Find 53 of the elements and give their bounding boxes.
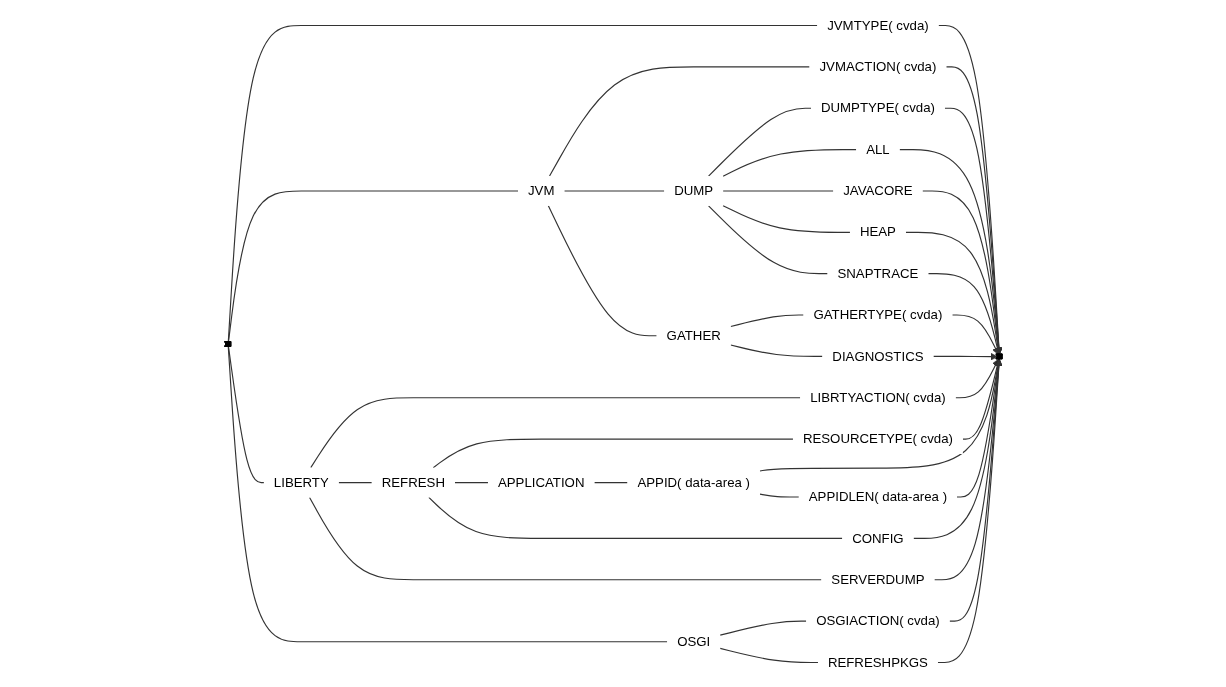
node-text: JAVACORE <box>842 183 913 198</box>
arrow <box>898 148 1002 355</box>
arrow <box>951 313 999 355</box>
arrow <box>927 272 1001 355</box>
node-text: JVMACTION( cvda) <box>819 58 936 73</box>
arrow <box>943 107 1002 355</box>
arrow <box>936 358 1003 663</box>
node-text: REFRESHPKGS <box>827 654 928 669</box>
arrow <box>921 189 1002 355</box>
node-text: LIBERTY <box>273 474 329 489</box>
connector <box>729 343 823 357</box>
connector <box>547 204 657 336</box>
node-text: ALL <box>865 141 890 156</box>
connector <box>719 647 819 663</box>
node-text: APPLICATION <box>497 474 585 489</box>
node-text: JVMTYPE( cvda) <box>826 17 929 32</box>
node-text: DIAGNOSTICS <box>831 348 924 363</box>
connector <box>729 313 804 327</box>
connector <box>593 481 628 483</box>
connector <box>227 189 519 342</box>
node-text: APPID( data-area ) <box>637 474 750 489</box>
arrow <box>904 231 1002 355</box>
node-text: OSGIACTION( cvda) <box>815 613 940 628</box>
node-text: GATHER <box>666 327 721 342</box>
connector <box>427 496 843 539</box>
node-text: SERVERDUMP <box>830 571 925 586</box>
connector <box>453 481 489 483</box>
connector <box>722 148 857 177</box>
node-text: APPIDLEN( data-area ) <box>808 489 947 504</box>
node-text: DUMPTYPE( cvda) <box>820 100 935 115</box>
node-text: HEAP <box>859 224 896 239</box>
node-text: OSGI <box>676 633 710 648</box>
connector <box>719 620 807 636</box>
connector <box>337 481 372 483</box>
node-text: SNAPTRACE <box>837 265 918 280</box>
node-text: GATHERTYPE( cvda) <box>813 307 943 322</box>
connector <box>308 496 822 580</box>
node-text: LIBRTYACTION( cvda) <box>809 389 946 404</box>
node-text: JVM <box>527 183 555 198</box>
connector <box>707 107 812 177</box>
connector <box>758 493 800 498</box>
connector <box>227 345 668 642</box>
node-text: REFRESH <box>381 474 445 489</box>
node-text: RESOURCETYPE( cvda) <box>802 431 953 446</box>
connector <box>227 24 818 342</box>
node-text: CONFIG <box>851 530 904 545</box>
node-text: DUMP <box>673 183 713 198</box>
connector <box>309 396 801 468</box>
connector <box>432 438 794 468</box>
connector <box>707 204 828 274</box>
connector <box>548 65 810 177</box>
arrow <box>932 352 998 360</box>
connector <box>722 204 851 233</box>
